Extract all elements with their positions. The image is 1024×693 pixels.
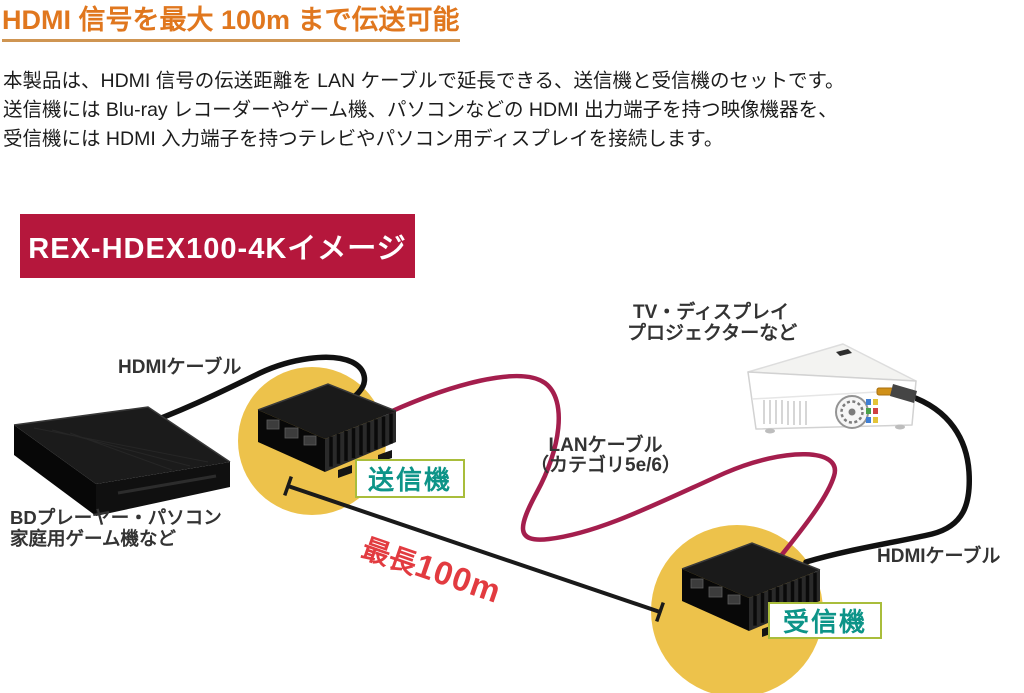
hdmi-cable-1-path: [129, 354, 368, 432]
tv-display-line1: TV・ディスプレイ: [633, 302, 789, 323]
model-banner: REX-HDEX100-4Kイメージ: [20, 214, 415, 278]
lan-cable-line2: （カテゴリ5e/6）: [530, 455, 681, 476]
tv-display-line2: プロジェクターなど: [627, 323, 798, 344]
transmitter-badge: 送信機: [355, 459, 465, 498]
distance-line: [283, 476, 665, 622]
hdmi-cable-right-label: HDMIケーブル: [877, 546, 1001, 567]
source-line1: BDプレーヤー・パソコン: [10, 507, 222, 528]
tv-display-label: TV・ディスプレイ プロジェクターなど: [627, 302, 797, 344]
projector-illustration: [747, 343, 917, 434]
lan-cable-path: [387, 373, 838, 560]
intro-line: 本製品は、HDMI 信号の伝送距離を LAN ケーブルで延長できる、送信機と受信…: [3, 70, 845, 92]
intro-line: 受信機には HDMI 入力端子を持つテレビやパソコン用ディスプレイを接続します。: [3, 128, 724, 150]
hdmi-cable-2-path: [803, 393, 973, 565]
source-line2: 家庭用ゲーム機など: [10, 528, 176, 549]
hdmi-cable-left-label: HDMIケーブル: [118, 357, 242, 378]
bd-player-illustration: [13, 406, 231, 516]
intro-paragraph: 本製品は、HDMI 信号の伝送距離を LAN ケーブルで延長できる、送信機と受信…: [3, 67, 845, 154]
lan-cable-label: LANケーブル （カテゴリ5e/6）: [528, 436, 683, 476]
source-device-label: BDプレーヤー・パソコン 家庭用ゲーム機など: [10, 507, 222, 549]
receiver-badge: 受信機: [768, 602, 882, 639]
lan-cable-line1: LANケーブル: [548, 435, 663, 456]
intro-line: 送信機には Blu-ray レコーダーやゲーム機、パソコンなどの HDMI 出力…: [3, 99, 838, 121]
page-title: HDMI 信号を最大 100m まで伝送可能: [2, 4, 460, 43]
